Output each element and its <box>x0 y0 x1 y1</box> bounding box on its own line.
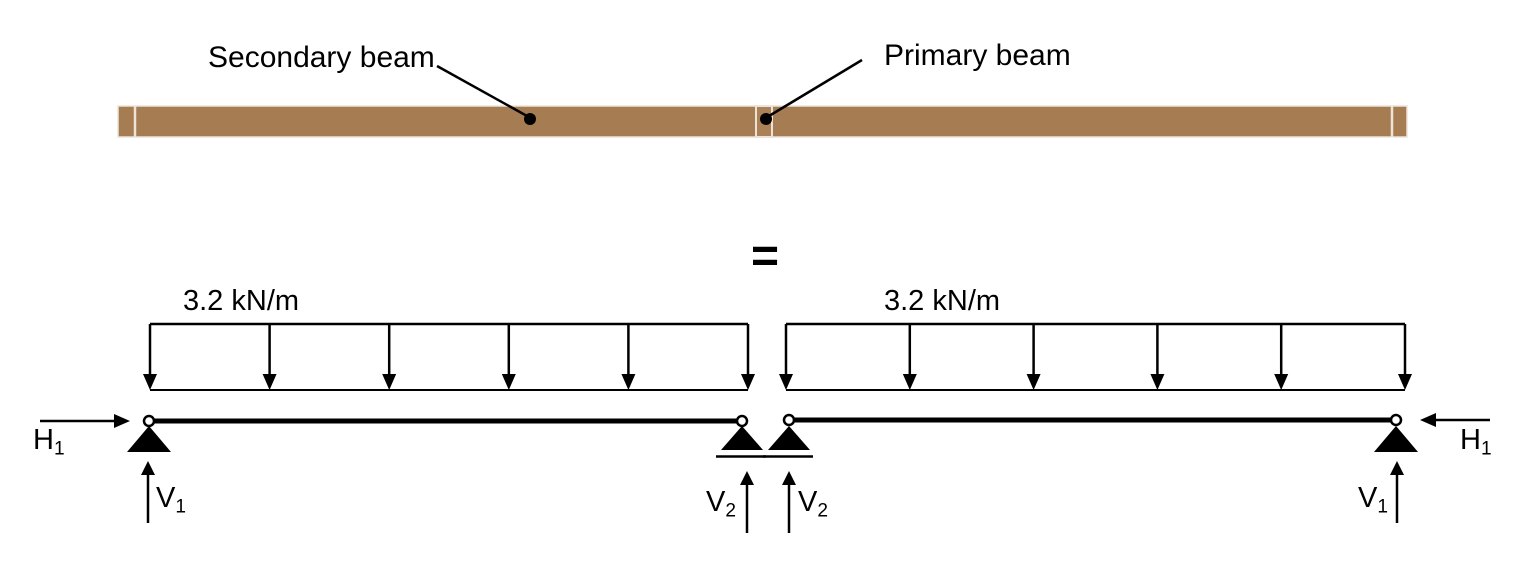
v1-sub: 1 <box>175 496 186 518</box>
v1-sub: 1 <box>1377 496 1388 518</box>
h1-left-label: H1 <box>33 424 65 460</box>
v1-left-arrow <box>139 459 157 525</box>
hinge-circle <box>142 414 156 428</box>
load-arrow <box>1025 322 1042 392</box>
hinge-circle <box>735 414 749 428</box>
right-distributed-load <box>777 322 1414 392</box>
v1-base: V <box>1358 482 1378 514</box>
hinge-circle <box>1389 413 1403 427</box>
v1-right-label: V1 <box>1358 482 1388 518</box>
h1-base: H <box>1460 424 1481 456</box>
h1-right-label: H1 <box>1460 424 1492 460</box>
h1-left-arrow <box>40 414 130 428</box>
right-load-label: 3.2 kN/m <box>884 285 1001 317</box>
secondary-beam-label: Secondary beam <box>208 41 435 74</box>
primary-beam-leader <box>760 58 863 125</box>
load-arrow <box>777 322 795 392</box>
load-arrow <box>141 322 159 392</box>
equals-sign: = <box>751 230 780 283</box>
v2-sub: 2 <box>817 500 828 522</box>
v2-base: V <box>798 486 818 518</box>
load-arrow <box>739 322 757 392</box>
left-distributed-load <box>141 322 757 392</box>
load-arrow <box>261 322 278 392</box>
v2-right-arrow <box>780 469 798 535</box>
mid-right-roller-support <box>763 426 813 458</box>
load-arrow <box>1149 322 1166 392</box>
v2-right-label: V2 <box>798 486 828 522</box>
h1-right-arrow <box>1420 413 1490 427</box>
left-pin-support <box>127 426 171 452</box>
load-arrow <box>380 322 398 392</box>
h1-sub: 1 <box>53 438 65 460</box>
h1-sub: 1 <box>1480 438 1492 460</box>
load-arrow <box>620 322 637 392</box>
v1-right-arrow <box>1388 459 1406 525</box>
v2-left-arrow <box>738 469 756 535</box>
left-load-label: 3.2 kN/m <box>183 285 300 317</box>
primary-beam-label: Primary beam <box>884 39 1071 72</box>
load-arrow <box>500 322 518 392</box>
v2-base: V <box>706 486 726 518</box>
hinge-circle <box>782 413 796 427</box>
v2-sub: 2 <box>725 500 736 522</box>
load-arrow <box>1396 322 1414 392</box>
v2-left-label: V2 <box>706 486 736 522</box>
v1-base: V <box>156 482 176 514</box>
h1-base: H <box>33 424 54 456</box>
secondary-beam-leader-dot <box>524 113 536 125</box>
load-arrow <box>901 322 919 392</box>
v1-left-label: V1 <box>156 482 186 518</box>
primary-beam-leader-dot <box>760 113 772 125</box>
load-arrow <box>1272 322 1290 392</box>
right-pin-support <box>1374 426 1418 452</box>
mid-left-roller-support <box>716 426 766 458</box>
secondary-beam-leader <box>436 64 536 125</box>
